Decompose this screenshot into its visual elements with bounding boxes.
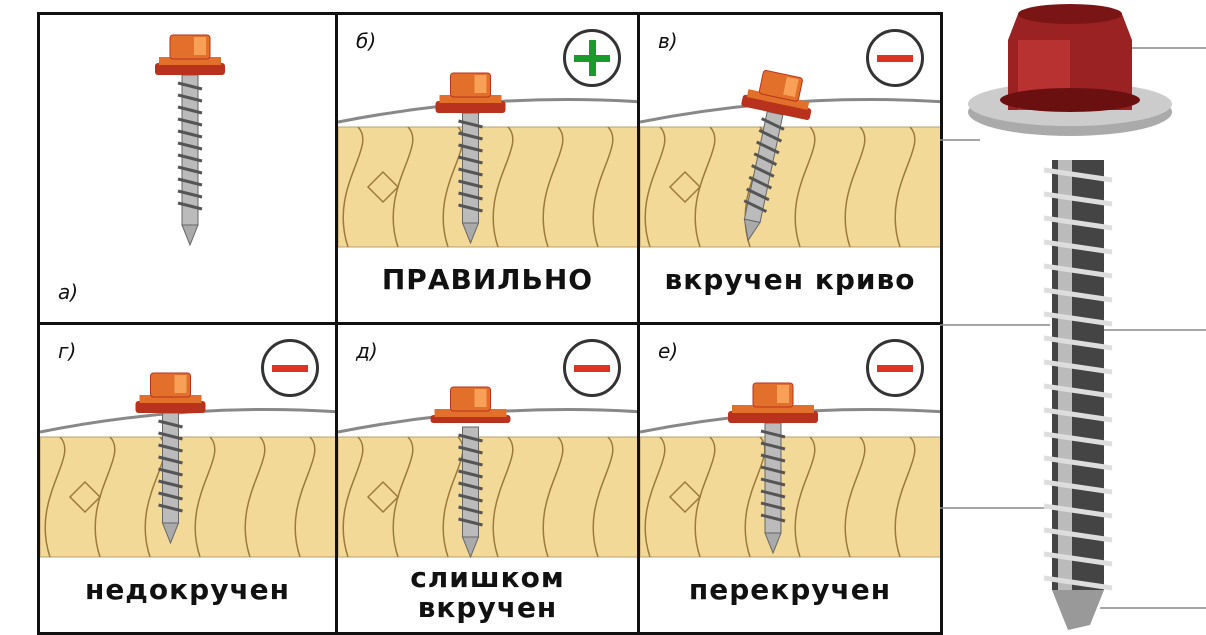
panel-caption: слишком вкручен [410,561,565,624]
panel-letter: а) [58,280,79,304]
panel-4: г) недокручен [37,322,338,635]
panel-letter: е) [658,339,679,363]
panel-caption: перекручен [688,573,892,606]
screw [430,386,511,559]
panel-letter: д) [356,339,378,363]
screw [435,72,506,245]
roofing-screw-closeup [940,4,1206,630]
panel-6: е) перекручен [637,322,943,635]
minus-sign-icon [261,339,319,397]
panel-letter: г) [58,339,77,363]
panel-letter: б) [356,29,377,53]
panel-letter: в) [658,29,678,53]
panel-caption: недокручен [84,573,291,606]
panel-1: а) [37,12,338,325]
panel-caption: ПРАВИЛЬНО [381,263,594,296]
minus-sign-icon [563,339,621,397]
screw [135,372,206,545]
panel-2: б) ПРАВИЛЬНО [335,12,640,325]
minus-sign-icon [866,29,924,87]
screw [155,34,225,247]
plus-sign-icon [563,29,621,87]
panel-5: д) слишком вкручен [335,322,640,635]
screw [728,382,818,555]
screw [741,69,812,242]
panel-3: в) вкручен криво [637,12,943,325]
panel-caption: вкручен криво [664,263,916,296]
minus-sign-icon [866,339,924,397]
